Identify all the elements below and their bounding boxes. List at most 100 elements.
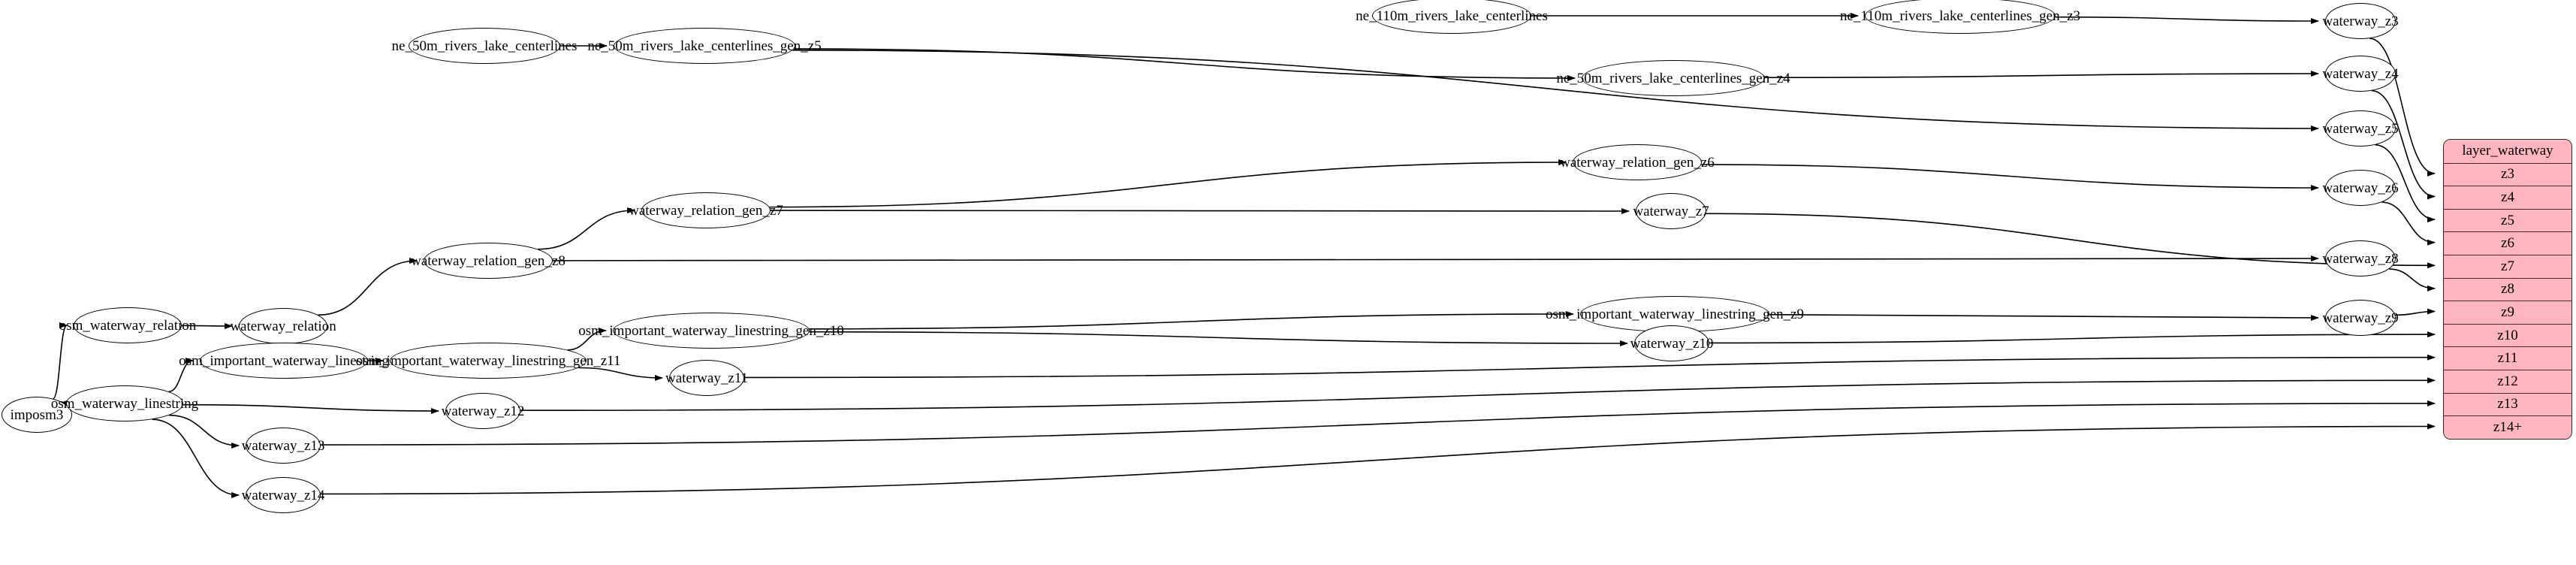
legend-row-label: z10 (2497, 327, 2518, 343)
node-waterway_relation_gen_z8[interactable]: waterway_relation_gen_z8 (411, 243, 566, 279)
node-label: waterway_relation (230, 318, 336, 334)
node-waterway_z11[interactable]: waterway_z11 (665, 360, 748, 396)
edge-ne_50m_rivers_lake_centerlines_gen_z5-to-ne_50m_rivers_lake_centerlines_gen_z4 (794, 48, 1576, 81)
node-imposm3[interactable]: imposm3 (2, 397, 72, 433)
node-osm_important_waterway_linestring_gen_z10[interactable]: osm_important_waterway_linestring_gen_z1… (578, 313, 844, 349)
legend-row-z13[interactable]: z13 (2444, 392, 2571, 416)
node-osm_important_waterway_linestring_gen_z11[interactable]: osm_important_waterway_linestring_gen_z1… (356, 343, 620, 379)
legend-row-z5[interactable]: z5 (2444, 208, 2571, 232)
legend-row-z4[interactable]: z4 (2444, 186, 2571, 209)
node-waterway_z5[interactable]: waterway_z5 (2322, 110, 2399, 147)
node-osm_important_waterway_linestring[interactable]: osm_important_waterway_linestring (179, 343, 389, 379)
node-label: ne_110m_rivers_lake_centerlines_gen_z3 (1839, 8, 2081, 24)
edge-osm_waterway_linestring-to-waterway_z14 (152, 418, 240, 498)
node-label: waterway_relation_gen_z7 (629, 202, 783, 219)
node-waterway_z7[interactable]: waterway_z7 (1633, 193, 1709, 229)
legend-row-label: z9 (2501, 304, 2514, 320)
edge-waterway_z9-to-layer_waterway-z9 (2395, 308, 2436, 316)
edge-waterway_z11-to-layer_waterway-z11 (744, 354, 2436, 379)
legend-header-label: layer_waterway (2462, 143, 2553, 159)
node-ne_50m_rivers_lake_centerlines[interactable]: ne_50m_rivers_lake_centerlines (392, 28, 577, 64)
legend-row-z10[interactable]: z10 (2444, 323, 2571, 347)
node-label: waterway_z11 (665, 370, 749, 386)
node-waterway_z6[interactable]: waterway_z6 (2322, 170, 2399, 206)
edge-osm_waterway_linestring-to-waterway_z12 (182, 403, 439, 414)
edge-waterway_relation_gen_z8-to-waterway_z8 (552, 255, 2319, 262)
node-waterway_z12[interactable]: waterway_z12 (442, 393, 524, 429)
node-label: waterway_z12 (441, 403, 525, 419)
edge-waterway_relation_gen_z8-to-waterway_relation_gen_z7 (538, 207, 635, 250)
legend-row-label: z12 (2497, 373, 2518, 389)
node-label: waterway_z4 (2322, 65, 2399, 82)
node-label: osm_important_waterway_linestring_gen_z1… (578, 322, 844, 339)
layer-waterway-record[interactable]: layer_waterway z3 z4 z5 z6 z7 z8 z9 z10 z11 z12 z1… (2443, 139, 2572, 440)
node-label: waterway_z14 (241, 487, 325, 503)
legend-row-z12[interactable]: z12 (2444, 369, 2571, 393)
node-label: osm_waterway_linestring (50, 395, 199, 412)
node-label: waterway_relation_gen_z6 (1560, 154, 1715, 171)
legend-row-label: z7 (2501, 258, 2514, 274)
legend-row-z9[interactable]: z9 (2444, 301, 2571, 324)
node-waterway_z8[interactable]: waterway_z8 (2322, 240, 2399, 276)
node-ne_110m_rivers_lake_centerlines_gen_z3[interactable]: ne_110m_rivers_lake_centerlines_gen_z3 (1840, 0, 2080, 34)
node-waterway_z3[interactable]: waterway_z3 (2322, 3, 2399, 39)
node-waterway_relation_gen_z6[interactable]: waterway_relation_gen_z6 (1560, 144, 1715, 180)
node-label: imposm3 (10, 406, 64, 423)
edge-waterway_relation-to-waterway_relation_gen_z8 (318, 258, 418, 316)
edge-waterway_z10-to-layer_waterway-z10 (1709, 331, 2436, 344)
edge-waterway_z8-to-layer_waterway-z8 (2389, 268, 2436, 292)
edge-waterway_z12-to-layer_waterway-z12 (520, 377, 2436, 412)
node-label: waterway_z5 (2322, 120, 2399, 137)
node-waterway_relation[interactable]: waterway_relation (230, 308, 336, 344)
edge-imposm3-to-osm_waterway_relation (52, 322, 68, 400)
node-label: ne_50m_rivers_lake_centerlines_gen_z5 (587, 38, 822, 54)
node-label: waterway_z9 (2322, 310, 2399, 326)
legend-row-label: z11 (2497, 350, 2518, 367)
edge-ne_50m_rivers_lake_centerlines_gen_z4-to-waterway_z4 (1764, 71, 2319, 78)
node-waterway_z14[interactable]: waterway_z14 (242, 477, 324, 513)
legend-row-label: z8 (2501, 281, 2514, 298)
node-label: osm_important_waterway_linestring_gen_z9 (1545, 306, 1805, 322)
node-waterway_z9[interactable]: waterway_z9 (2322, 300, 2399, 336)
edge-waterway_z6-to-layer_waterway-z6 (2381, 201, 2436, 246)
legend-row-label: z6 (2501, 235, 2514, 252)
node-waterway_relation_gen_z7[interactable]: waterway_relation_gen_z7 (629, 192, 783, 228)
node-ne_50m_rivers_lake_centerlines_gen_z5[interactable]: ne_50m_rivers_lake_centerlines_gen_z5 (587, 28, 822, 64)
edge-waterway_z13-to-layer_waterway-z13 (320, 400, 2436, 446)
node-label: waterway_z6 (2322, 180, 2399, 196)
node-label: ne_50m_rivers_lake_centerlines_gen_z4 (1556, 70, 1790, 86)
legend-row-z14plus[interactable]: z14+ (2444, 415, 2571, 439)
node-label: waterway_z3 (2322, 13, 2399, 29)
node-label: waterway_z13 (241, 437, 325, 454)
node-label: waterway_z10 (1630, 335, 1714, 352)
node-ne_50m_rivers_lake_centerlines_gen_z4[interactable]: ne_50m_rivers_lake_centerlines_gen_z4 (1556, 60, 1790, 96)
node-label: waterway_z7 (1633, 203, 1709, 219)
legend-row-z7[interactable]: z7 (2444, 254, 2571, 278)
node-osm_waterway_relation[interactable]: osm_waterway_relation (59, 307, 196, 343)
edge-ne_50m_rivers_lake_centerlines_gen_z5-to-waterway_z5 (792, 50, 2319, 131)
node-waterway_z4[interactable]: waterway_z4 (2322, 56, 2399, 92)
legend-row-label: z4 (2501, 189, 2514, 205)
node-label: waterway_z8 (2322, 250, 2399, 267)
edge-osm_important_waterway_linestring_gen_z9-to-waterway_z9 (1769, 313, 2319, 321)
legend-row-z6[interactable]: z6 (2444, 231, 2571, 255)
node-ne_110m_rivers_lake_centerlines[interactable]: ne_110m_rivers_lake_centerlines (1356, 0, 1548, 34)
legend-row-z3[interactable]: z3 (2444, 162, 2571, 186)
node-waterway_z13[interactable]: waterway_z13 (242, 428, 324, 464)
node-osm_waterway_linestring[interactable]: osm_waterway_linestring (51, 385, 198, 421)
legend-row-label: z14+ (2493, 418, 2523, 435)
legend-row-z11[interactable]: z11 (2444, 346, 2571, 370)
edge-waterway_relation_gen_z7-to-waterway_relation_gen_z6 (769, 159, 1567, 208)
node-label: ne_50m_rivers_lake_centerlines (391, 38, 578, 54)
legend-header: layer_waterway (2444, 140, 2571, 163)
node-waterway_z10[interactable]: waterway_z10 (1630, 325, 1713, 361)
legend-row-z8[interactable]: z8 (2444, 277, 2571, 301)
edge-waterway_relation_gen_z7-to-waterway_z7 (770, 207, 1630, 214)
edge-ne_110m_rivers_lake_centerlines_gen_z3-to-waterway_z3 (2055, 16, 2319, 24)
edge-waterway_z14-to-layer_waterway-z14+ (320, 423, 2436, 495)
edge-waterway_relation_gen_z6-to-waterway_z6 (1701, 164, 2319, 191)
node-label: waterway_relation_gen_z8 (411, 252, 566, 269)
legend-row-label: z3 (2501, 166, 2514, 183)
